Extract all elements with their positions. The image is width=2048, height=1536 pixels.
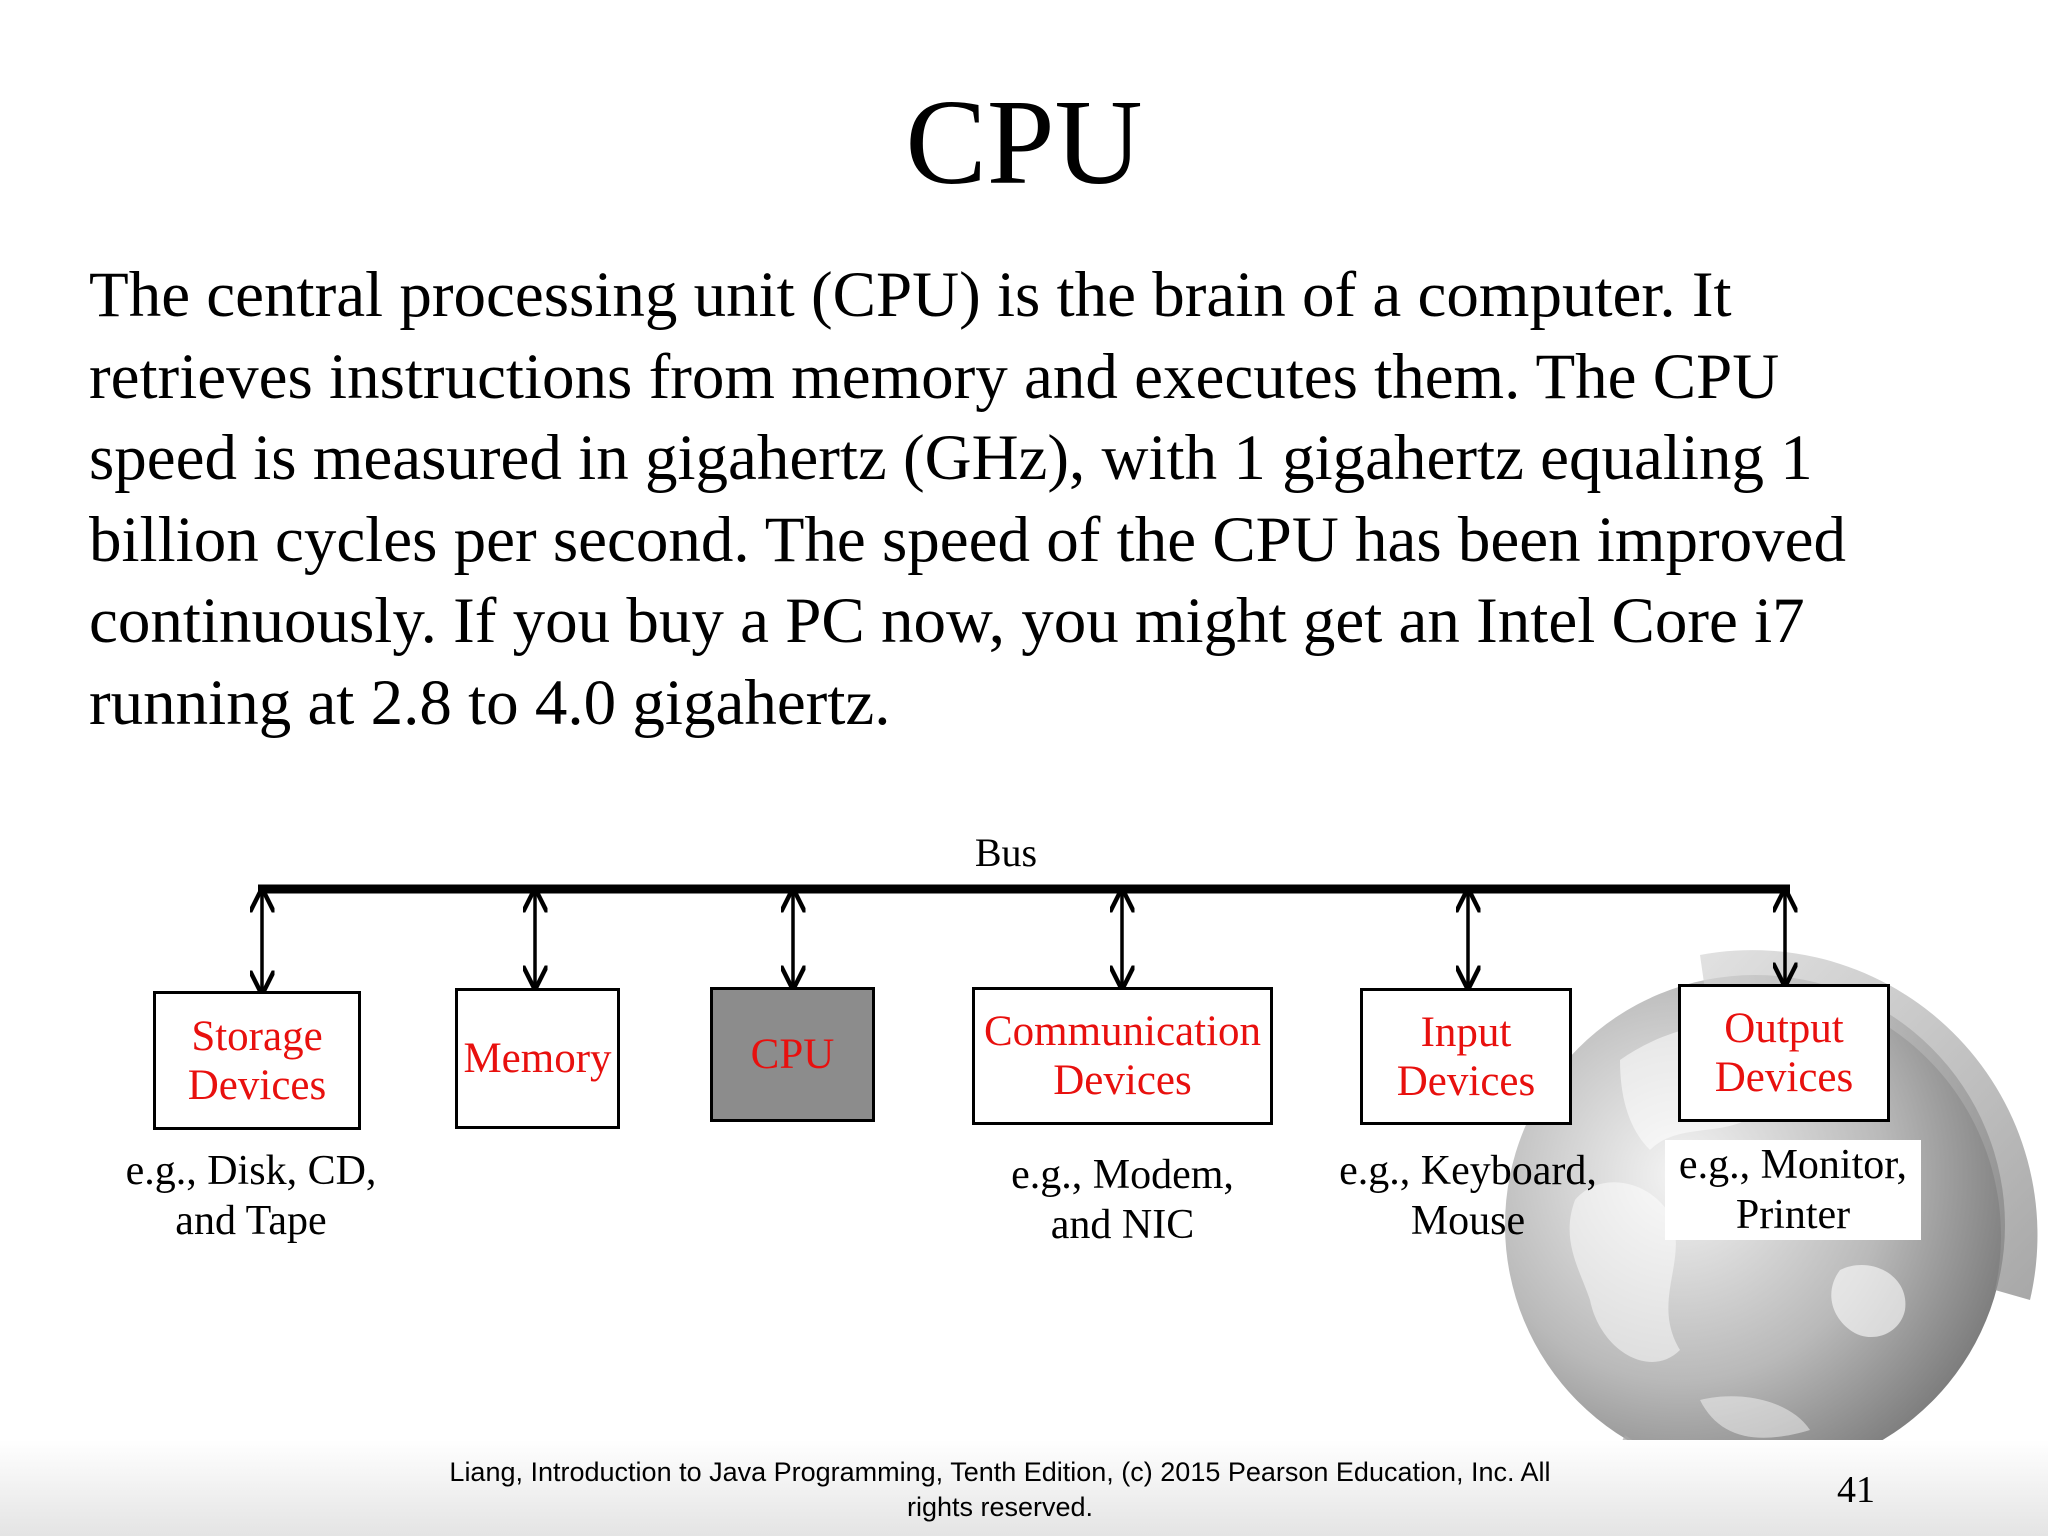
body-line: billion cycles per second. The speed of … (89, 503, 1846, 576)
communication-devices-label: Communication Devices (983, 1008, 1262, 1104)
body-line: continuously. If you buy a PC now, you m… (89, 585, 1805, 657)
slide-title: CPU (905, 75, 1143, 210)
footer-copyright-line: rights reserved. (906, 1492, 1094, 1522)
body-line: retrieves instructions from memory and e… (89, 340, 1780, 413)
page-number: 41 (1837, 1469, 1875, 1511)
storage-devices-box: Storage Devices (153, 991, 361, 1130)
output-devices-caption: e.g., Monitor, Printer (1665, 1140, 1921, 1240)
input-devices-label: Input Devices (1396, 1008, 1536, 1105)
communication-devices-box: Communication Devices (972, 987, 1273, 1125)
cpu-label: CPU (750, 1031, 835, 1078)
input-devices-box: Input Devices (1360, 988, 1572, 1125)
body-line: speed is measured in gigahertz (GHz), wi… (89, 422, 1813, 494)
body-line: The central processing unit (CPU) is the… (89, 259, 1732, 331)
slide-body-paragraph: The central processing unit (CPU) is the… (89, 255, 1989, 744)
memory-label: Memory (463, 1035, 612, 1082)
memory-box: Memory (455, 988, 620, 1129)
input-devices-caption: e.g., Keyboard, Mouse (1339, 1148, 1597, 1244)
footer-copyright: Liang, Introduction to Java Programming,… (380, 1455, 1620, 1525)
output-devices-label: Output Devices (1714, 1005, 1854, 1101)
bus-label: Bus (974, 830, 1038, 875)
footer-copyright-line: Liang, Introduction to Java Programming,… (449, 1457, 1551, 1487)
cpu-box: CPU (710, 987, 875, 1122)
storage-devices-label: Storage Devices (187, 1012, 327, 1109)
communication-devices-caption: e.g., Modem, and NIC (1011, 1152, 1234, 1248)
body-line: running at 2.8 to 4.0 gigahertz. (89, 666, 891, 739)
footer-band (0, 1440, 2048, 1536)
output-devices-box: Output Devices (1678, 984, 1890, 1122)
storage-devices-caption: e.g., Disk, CD, and Tape (125, 1148, 377, 1244)
